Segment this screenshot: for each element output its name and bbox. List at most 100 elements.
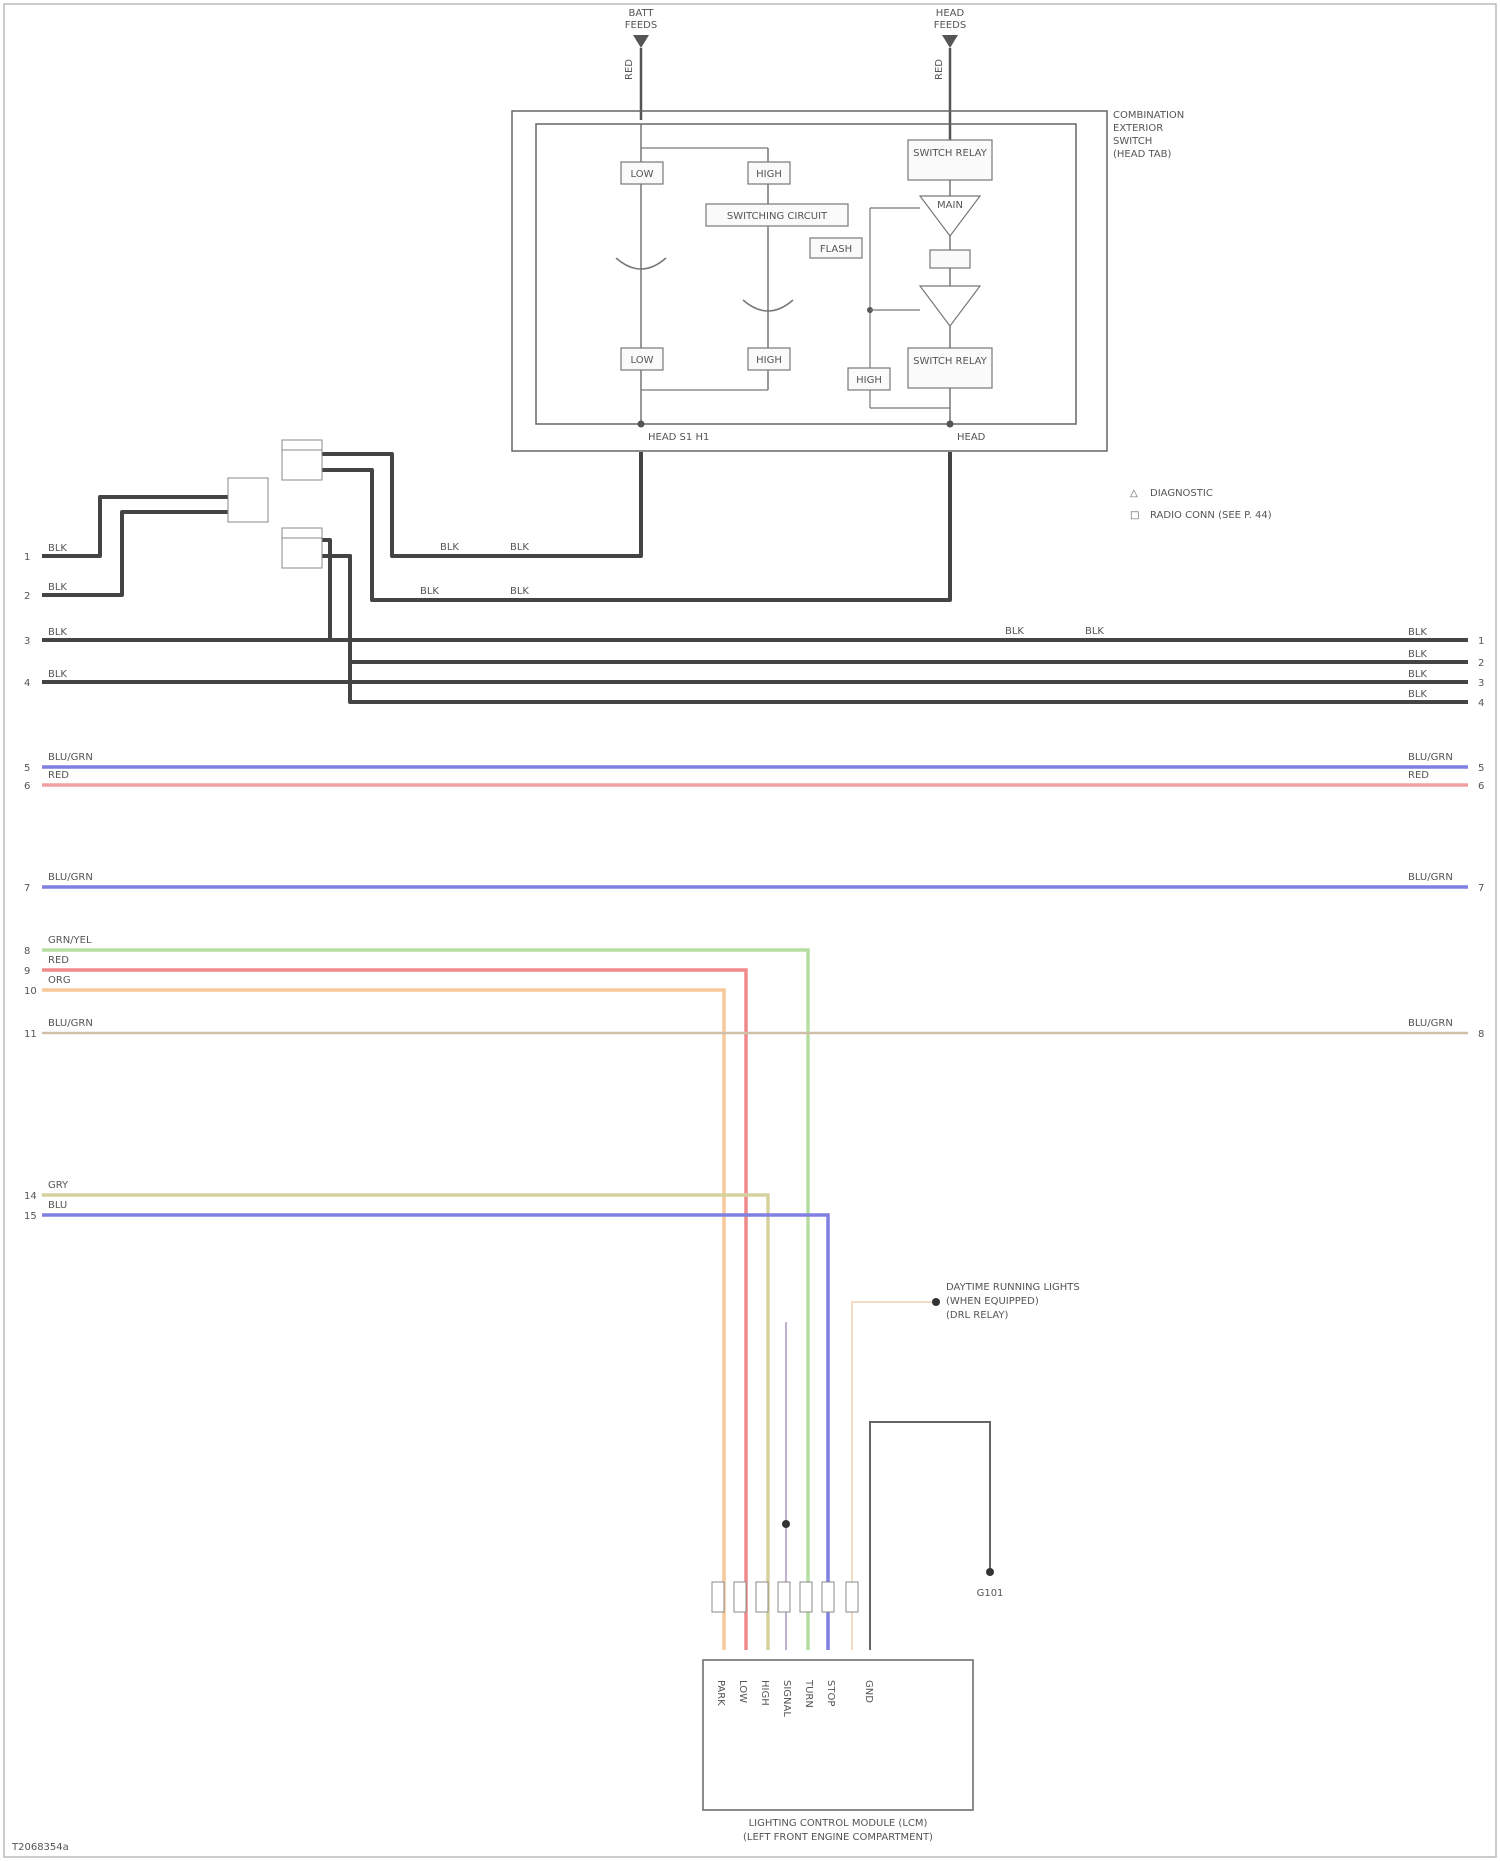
source-batt: BATT FEEDS RED xyxy=(624,8,657,120)
svg-text:BLU/GRN: BLU/GRN xyxy=(1408,872,1453,883)
svg-text:(DRL RELAY): (DRL RELAY) xyxy=(946,1310,1009,1321)
svg-text:FEEDS: FEEDS xyxy=(625,20,657,31)
svg-text:(LEFT FRONT ENGINE COMPARTMENT: (LEFT FRONT ENGINE COMPARTMENT) xyxy=(743,1832,933,1843)
svg-text:GRN/YEL: GRN/YEL xyxy=(48,935,92,946)
svg-text:RED: RED xyxy=(624,59,635,80)
svg-text:FLASH: FLASH xyxy=(820,244,852,255)
svg-text:4: 4 xyxy=(24,678,30,689)
svg-text:BLU/GRN: BLU/GRN xyxy=(48,752,93,763)
junction-blocks xyxy=(228,440,322,568)
lighting-control-module: PARK LOW HIGH SIGNAL TURN STOP GND LIGHT… xyxy=(703,1582,973,1843)
svg-text:EXTERIOR: EXTERIOR xyxy=(1113,123,1163,134)
svg-text:HEAD S1 H1: HEAD S1 H1 xyxy=(648,432,709,443)
footer-code: T2068354a xyxy=(11,1842,69,1853)
svg-text:△: △ xyxy=(1130,488,1138,499)
svg-text:□: □ xyxy=(1130,510,1139,521)
svg-text:BLU/GRN: BLU/GRN xyxy=(48,1018,93,1029)
svg-text:1: 1 xyxy=(24,552,30,563)
svg-text:HIGH: HIGH xyxy=(856,375,882,386)
colored-wires xyxy=(42,767,1468,1650)
svg-text:HEAD: HEAD xyxy=(957,432,986,443)
ground-g101: G101 xyxy=(977,1568,1004,1599)
svg-text:RED: RED xyxy=(1408,770,1429,781)
svg-text:STOP: STOP xyxy=(825,1680,836,1706)
svg-text:LOW: LOW xyxy=(631,355,654,366)
svg-text:DAYTIME RUNNING LIGHTS: DAYTIME RUNNING LIGHTS xyxy=(946,1282,1080,1293)
svg-text:RADIO CONN (SEE P. 44): RADIO CONN (SEE P. 44) xyxy=(1150,510,1272,521)
svg-text:G101: G101 xyxy=(977,1588,1004,1599)
svg-text:LIGHTING CONTROL MODULE (LCM): LIGHTING CONTROL MODULE (LCM) xyxy=(749,1818,928,1829)
svg-text:ORG: ORG xyxy=(48,975,71,986)
svg-text:BLK: BLK xyxy=(48,582,67,593)
svg-text:COMBINATION: COMBINATION xyxy=(1113,110,1184,121)
svg-text:FEEDS: FEEDS xyxy=(934,20,966,31)
svg-text:9: 9 xyxy=(24,966,30,977)
svg-text:5: 5 xyxy=(24,763,30,774)
svg-text:LOW: LOW xyxy=(631,169,654,180)
svg-text:SWITCHING CIRCUIT: SWITCHING CIRCUIT xyxy=(727,211,828,222)
svg-text:RED: RED xyxy=(934,59,945,80)
svg-text:TURN: TURN xyxy=(803,1679,814,1708)
svg-text:HEAD: HEAD xyxy=(936,8,965,19)
svg-text:HIGH: HIGH xyxy=(759,1680,770,1706)
svg-text:2: 2 xyxy=(1478,658,1484,669)
svg-text:BLK: BLK xyxy=(1408,649,1427,660)
svg-text:BLU/GRN: BLU/GRN xyxy=(1408,1018,1453,1029)
svg-text:BLK: BLK xyxy=(440,542,459,553)
svg-text:LOW: LOW xyxy=(737,1680,748,1703)
svg-text:HIGH: HIGH xyxy=(756,169,782,180)
svg-text:7: 7 xyxy=(24,883,30,894)
svg-text:HIGH: HIGH xyxy=(756,355,782,366)
svg-text:(HEAD TAB): (HEAD TAB) xyxy=(1113,149,1171,160)
svg-text:BLK: BLK xyxy=(1408,689,1427,700)
svg-text:8: 8 xyxy=(24,946,30,957)
svg-text:15: 15 xyxy=(24,1211,37,1222)
svg-text:RED: RED xyxy=(48,955,69,966)
svg-text:BLK: BLK xyxy=(1005,626,1024,637)
svg-text:SWITCH: SWITCH xyxy=(1113,136,1152,147)
svg-text:6: 6 xyxy=(1478,781,1484,792)
svg-text:5: 5 xyxy=(1478,763,1484,774)
svg-text:GND: GND xyxy=(863,1680,874,1703)
svg-text:10: 10 xyxy=(24,986,37,997)
svg-text:2: 2 xyxy=(24,591,30,602)
svg-text:(WHEN EQUIPPED): (WHEN EQUIPPED) xyxy=(946,1296,1039,1307)
svg-text:RED: RED xyxy=(48,770,69,781)
right-wire-labels: BLK BLK BLK BLK BLU/GRN RED BLU/GRN BLU/… xyxy=(1408,627,1453,1029)
left-pin-numbers: 1 2 3 4 5 6 7 8 9 10 11 14 15 xyxy=(24,552,37,1222)
right-pin-numbers: 1 2 3 4 5 6 7 8 xyxy=(1478,636,1484,1040)
svg-text:BLK: BLK xyxy=(48,627,67,638)
svg-text:3: 3 xyxy=(1478,678,1484,689)
svg-text:PARK: PARK xyxy=(715,1680,726,1706)
svg-text:SWITCH RELAY: SWITCH RELAY xyxy=(913,356,988,367)
svg-text:BLK: BLK xyxy=(48,669,67,680)
svg-text:8: 8 xyxy=(1478,1029,1484,1040)
svg-text:BLK: BLK xyxy=(510,542,529,553)
svg-text:BLU/GRN: BLU/GRN xyxy=(1408,752,1453,763)
svg-text:DIAGNOSTIC: DIAGNOSTIC xyxy=(1150,488,1213,499)
svg-text:BLU: BLU xyxy=(48,1200,67,1211)
svg-text:14: 14 xyxy=(24,1191,37,1202)
svg-text:4: 4 xyxy=(1478,698,1484,709)
svg-text:SIGNAL: SIGNAL xyxy=(781,1680,792,1717)
svg-text:7: 7 xyxy=(1478,883,1484,894)
svg-text:MAIN: MAIN xyxy=(937,200,963,211)
page-frame xyxy=(4,4,1496,1857)
combination-switch: COMBINATION EXTERIOR SWITCH (HEAD TAB) L… xyxy=(512,110,1184,451)
svg-text:6: 6 xyxy=(24,781,30,792)
svg-text:BLK: BLK xyxy=(510,586,529,597)
legend: △ DIAGNOSTIC □ RADIO CONN (SEE P. 44) xyxy=(1130,488,1272,521)
svg-text:11: 11 xyxy=(24,1029,37,1040)
svg-text:GRY: GRY xyxy=(48,1180,69,1191)
svg-text:BLK: BLK xyxy=(1408,627,1427,638)
svg-text:SWITCH RELAY: SWITCH RELAY xyxy=(913,148,988,159)
svg-text:BLK: BLK xyxy=(1085,626,1104,637)
svg-text:BLK: BLK xyxy=(48,543,67,554)
svg-text:3: 3 xyxy=(24,636,30,647)
svg-text:BATT: BATT xyxy=(629,8,655,19)
svg-text:BLK: BLK xyxy=(420,586,439,597)
left-wire-labels: BLK BLK BLK BLK BLU/GRN RED BLU/GRN GRN/… xyxy=(48,543,93,1211)
svg-text:BLK: BLK xyxy=(1408,669,1427,680)
source-head: HEAD FEEDS RED xyxy=(934,8,966,148)
